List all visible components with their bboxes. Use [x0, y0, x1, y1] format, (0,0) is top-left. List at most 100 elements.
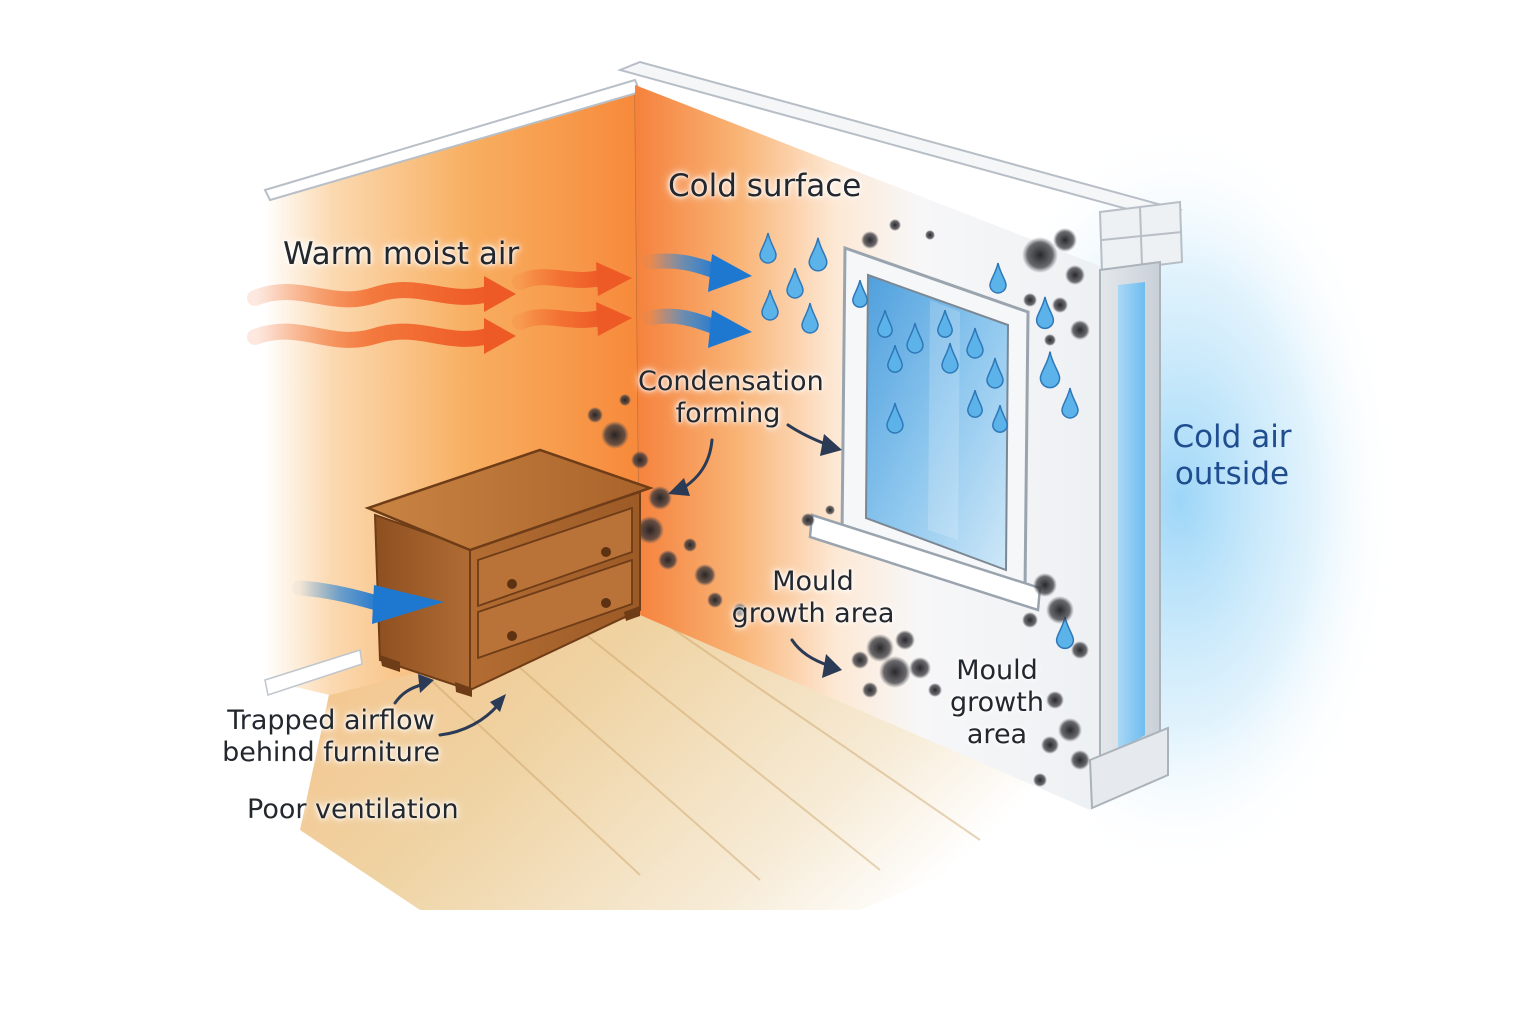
label-warm-moist-air: Warm moist air — [283, 236, 520, 272]
water-droplet-icon — [986, 357, 1004, 389]
warm-air-arrow — [512, 309, 608, 330]
label-line: Mould — [956, 655, 1038, 686]
water-droplet-icon — [906, 322, 924, 354]
mould-spot — [587, 407, 603, 423]
mould-spot — [1070, 750, 1090, 770]
drawer-knob — [601, 598, 611, 608]
mould-spot — [909, 657, 931, 679]
mould-spot — [636, 516, 664, 544]
label-line: Mould — [772, 566, 854, 597]
mould-spot — [851, 651, 869, 669]
mould-spot — [866, 634, 894, 662]
window-sill — [808, 513, 1042, 612]
water-droplet-icon — [967, 390, 983, 418]
mould-spot — [1041, 736, 1059, 754]
mould-spot — [1052, 297, 1068, 313]
warm-air-arrows — [247, 269, 608, 348]
water-droplet-icon — [1055, 616, 1075, 650]
label-line: Trapped airflow — [227, 705, 435, 736]
drawer-2 — [477, 558, 633, 660]
arrowhead — [596, 262, 632, 296]
mould-spot — [601, 421, 629, 449]
mould-spot — [1023, 293, 1037, 307]
warm-air-arrow — [512, 269, 608, 290]
water-droplet-icon — [759, 232, 777, 264]
mould-spot — [862, 682, 878, 698]
warm-air-arrow — [247, 282, 496, 308]
wall-base-block — [1088, 726, 1169, 810]
mould-spot — [928, 683, 942, 697]
arrowhead — [372, 585, 444, 624]
water-droplet-icon — [941, 342, 959, 374]
mould-patches — [587, 219, 1090, 787]
label-line: Condensation — [638, 366, 824, 397]
label-mould-growth-area-2: Mould growth area — [934, 655, 1060, 751]
mould-spot — [801, 513, 815, 527]
label-line: growth area — [731, 597, 895, 629]
mould-spot — [1022, 612, 1038, 628]
label-line: Cold air — [1172, 419, 1292, 455]
water-droplet-icon — [989, 262, 1007, 294]
water-droplet-icon — [877, 310, 893, 338]
wooden-floor — [300, 610, 1100, 910]
water-droplet-icon — [992, 405, 1008, 433]
mould-spot — [1046, 691, 1064, 709]
water-droplet-icon — [786, 267, 804, 299]
pointer-arrow — [438, 703, 500, 737]
mould-spot — [648, 486, 672, 510]
label-line: forming — [675, 397, 781, 429]
water-droplet-icon — [887, 345, 903, 373]
arrowhead — [822, 654, 842, 678]
water-droplet-icon — [966, 327, 984, 359]
drawer-knob — [507, 631, 517, 641]
label-line: area — [966, 718, 1028, 750]
label-cold-surface: Cold surface — [668, 168, 862, 204]
mould-spot — [1070, 320, 1090, 340]
mould-spot — [1022, 237, 1058, 273]
mould-spot — [1053, 228, 1077, 252]
arrowhead — [708, 310, 752, 348]
mould-spot — [733, 603, 747, 617]
drawer-knob — [507, 579, 517, 589]
label-cold-air-outside: Cold air outside — [1162, 419, 1302, 492]
floor-plank-lines — [419, 619, 981, 881]
label-line: growth — [950, 686, 1044, 718]
mould-spot — [631, 451, 649, 469]
label-line: behind furniture — [222, 736, 440, 768]
water-droplet-icon — [1035, 296, 1055, 330]
arrowhead — [484, 318, 516, 354]
water-droplet-icon — [886, 402, 904, 434]
label-trapped-airflow: Trapped airflow behind furniture — [222, 705, 440, 769]
mould-spot — [825, 505, 835, 515]
mould-spot — [1065, 265, 1085, 285]
warm-air-arrow — [247, 323, 496, 348]
label-poor-ventilation: Poor ventilation — [247, 794, 459, 825]
label-mould-growth-area-1: Mould growth area — [728, 566, 898, 630]
wall-insulation-layer — [1118, 282, 1145, 752]
mould-spot — [707, 592, 723, 608]
mould-spot — [1033, 773, 1047, 787]
water-droplet-icon — [761, 289, 779, 321]
mould-spot — [1071, 641, 1089, 659]
arrowhead — [418, 674, 434, 693]
water-droplet-icon — [808, 237, 828, 272]
arrowhead — [708, 254, 752, 292]
water-droplet-icon — [1039, 351, 1061, 389]
condensation-droplets — [759, 232, 1079, 650]
chest-of-drawers — [364, 448, 654, 697]
drawer-top — [364, 448, 654, 552]
arrowhead — [820, 434, 842, 456]
label-line: outside — [1174, 455, 1290, 492]
water-droplet-icon — [1061, 387, 1079, 419]
mould-spot — [925, 230, 935, 240]
water-droplet-icon — [937, 310, 953, 338]
label-condensation-forming: Condensation forming — [638, 366, 824, 430]
mould-spot — [879, 656, 911, 688]
arrowhead — [596, 302, 632, 336]
water-droplet-icon — [852, 280, 868, 308]
left-skirting — [264, 649, 363, 696]
mould-spot — [889, 219, 901, 231]
drawer-1 — [477, 506, 633, 608]
mould-spot — [861, 231, 879, 249]
mould-spot — [1044, 334, 1056, 346]
